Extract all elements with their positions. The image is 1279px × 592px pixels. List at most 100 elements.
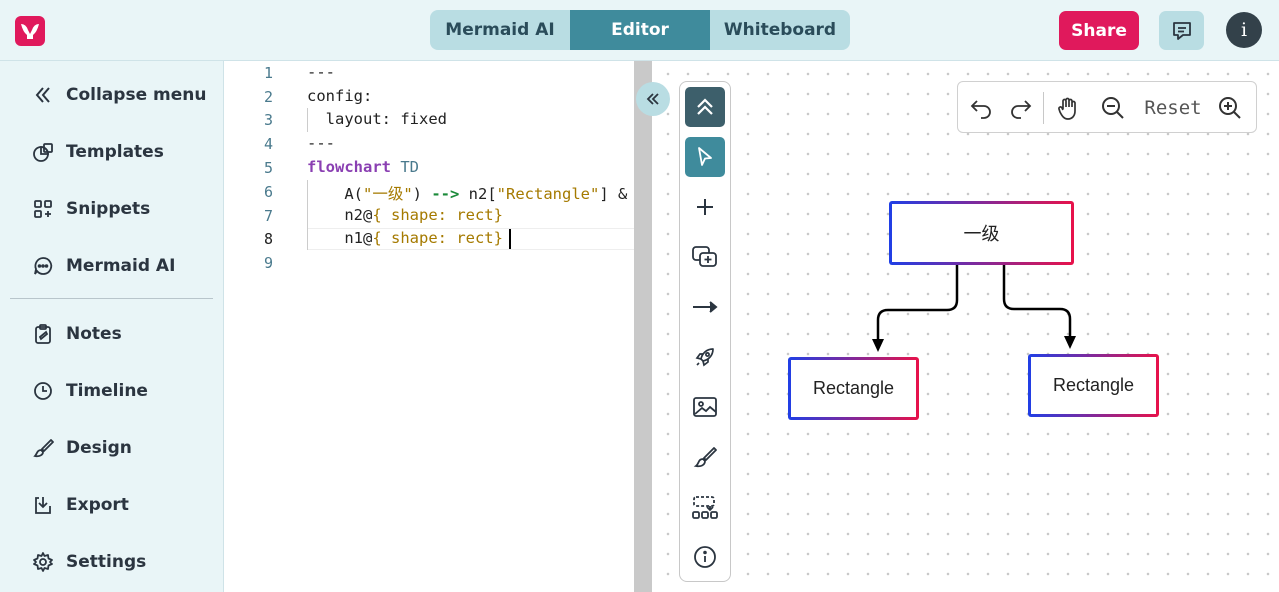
line-number: 8 [263,230,273,248]
templates-icon [30,139,56,165]
sidebar-item-label: Design [66,438,132,458]
code-line: --- [307,134,335,152]
add-image-button[interactable] [685,387,725,427]
node-right[interactable]: Rectangle [1028,354,1159,417]
help-info-button[interactable] [685,537,725,577]
line-number: 5 [263,159,273,177]
add-node-button[interactable] [685,187,725,227]
mermaid-logo-icon[interactable] [15,16,45,46]
sidebar-item-label: Collapse menu [66,85,207,105]
tab-editor[interactable]: Editor [570,10,710,50]
tab-mermaid-ai[interactable]: Mermaid AI [445,20,555,40]
code-line: A("一级") --> n2["Rectangle"] & n [307,182,646,204]
pan-tool-button[interactable] [1053,90,1083,126]
whiteboard-toolbar [679,81,731,582]
add-arrow-button[interactable] [685,287,725,327]
redo-button[interactable] [1006,90,1036,126]
info-icon [694,546,716,568]
zoom-out-icon [1102,97,1124,119]
layout-icon [692,496,718,519]
undo-button[interactable] [966,90,996,126]
arrowhead-icon [872,339,884,352]
sidebar-item-timeline[interactable]: Timeline [30,376,148,406]
chat-icon [30,253,56,279]
clock-icon [30,378,56,404]
sidebar-item-collapse-menu[interactable]: Collapse menu [30,80,206,110]
brush-icon [693,447,717,468]
code-token: n2@ [307,206,373,224]
code-line: n1@{ shape: rect} [307,229,503,247]
code-editor[interactable]: 1 2 3 4 5 6 7 8 9 --- config: layout: fi… [225,61,646,592]
line-number: 7 [263,207,273,225]
select-tool-button[interactable] [685,137,725,177]
keyword-token: flowchart [307,158,391,176]
share-button[interactable]: Share [1059,11,1139,50]
code-token: n2[ [459,185,497,203]
zoom-divider [1043,92,1044,124]
zoom-in-button[interactable] [1215,90,1245,126]
sidebar-item-export[interactable]: Export [30,490,129,520]
string-token: "Rectangle" [496,185,600,203]
sidebar-item-label: Templates [66,142,164,162]
hand-icon [1058,97,1076,120]
plus-icon [697,199,713,215]
line-number: 1 [263,64,273,82]
undo-icon [970,100,991,119]
sidebar-item-design[interactable]: Design [30,433,132,463]
arrow-icon [693,301,718,313]
sidebar-item-snippets[interactable]: Snippets [30,194,150,224]
export-icon [30,492,56,518]
code-token: ) [412,185,432,203]
sidebar-item-mermaid-ai[interactable]: Mermaid AI [30,251,175,281]
sidebar-item-label: Notes [66,324,122,344]
zoom-out-button[interactable] [1098,90,1128,126]
code-token: A( [307,185,363,203]
zoom-controls: Reset [957,81,1257,133]
reset-zoom-button[interactable]: Reset [1144,97,1202,119]
panel-splitter[interactable] [634,61,652,592]
sidebar-item-label: Snippets [66,199,151,219]
style-brush-button[interactable] [685,437,725,477]
line-number: 9 [263,254,273,272]
diagram-canvas[interactable] [652,61,1279,592]
feedback-button[interactable] [1159,11,1204,50]
snippets-icon [30,196,56,222]
code-line: layout: fixed [307,110,447,128]
code-line: --- [307,63,335,81]
pointer-icon [698,147,712,166]
top-header: Mermaid AI Editor Whiteboard Share i [0,0,1279,61]
node-left[interactable]: Rectangle [788,357,919,420]
add-shape-button[interactable] [685,237,725,277]
account-info-button[interactable]: i [1226,12,1262,48]
code-line: flowchart TD [307,158,419,176]
ai-assist-button[interactable] [685,337,725,377]
code-token: n1@ [307,229,373,247]
line-number: 3 [263,111,273,129]
edge-left [876,263,959,340]
active-line-highlight [307,228,634,250]
sidebar-divider [10,298,213,299]
sidebar-item-notes[interactable]: Notes [30,319,122,349]
line-number: 6 [263,183,273,201]
sidebar-item-settings[interactable]: Settings [30,547,146,577]
gear-icon [30,549,56,575]
line-number: 2 [263,88,273,106]
indent-guide [307,180,308,250]
line-number: 4 [263,135,273,153]
chevrons-left-icon [646,93,659,105]
rocket-icon [695,348,714,367]
collapse-editor-button[interactable] [636,82,670,116]
tab-whiteboard[interactable]: Whiteboard [723,20,837,40]
redo-icon [1011,100,1032,119]
sidebar: Collapse menu Templates Snippets Mermaid… [0,61,224,592]
auto-layout-button[interactable] [685,487,725,527]
node-top[interactable]: 一级 [889,201,1074,265]
add-shape-icon [692,246,717,267]
feedback-icon [1172,21,1191,40]
chevrons-left-icon [30,82,56,108]
direction-token: TD [391,158,419,176]
collapse-toolbar-button[interactable] [685,87,725,127]
sidebar-item-templates[interactable]: Templates [30,137,164,167]
arrowhead-icon [1064,336,1076,349]
